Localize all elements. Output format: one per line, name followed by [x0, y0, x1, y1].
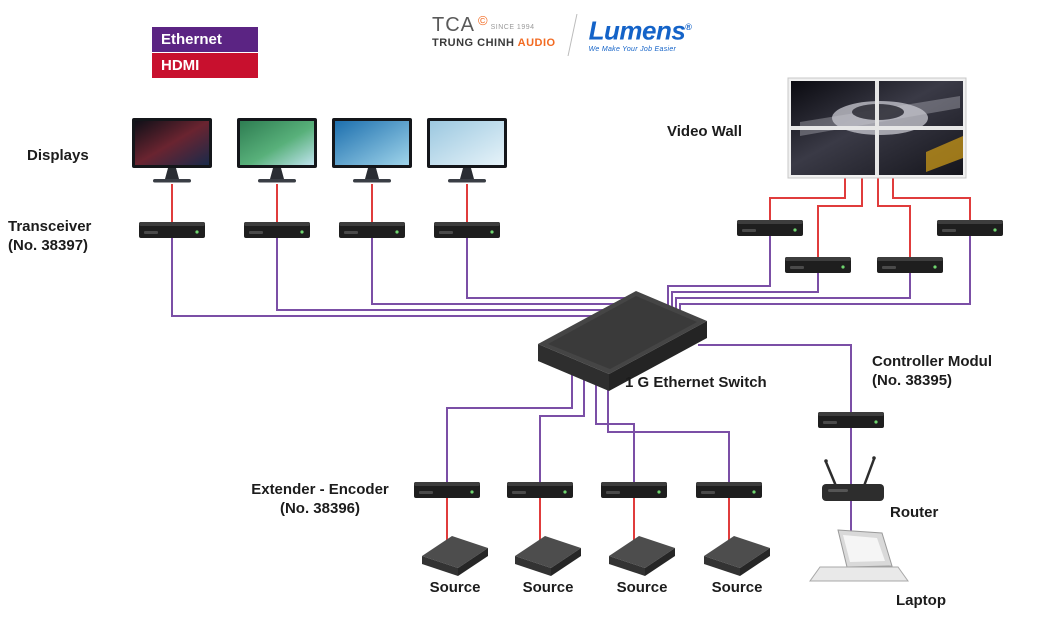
laptop-icon [809, 529, 909, 582]
devices-layer [132, 77, 1003, 582]
ethernet-wire-transceiver-3 [371, 236, 615, 305]
lumens-wordmark: Lumens [588, 15, 686, 46]
lumens-tagline: We Make Your Job Easier [588, 45, 677, 53]
logo-bar: TCA © SINCE 1994 TRUNG CHINH AUDIO Lumen… [432, 13, 692, 56]
ethernet-wire-transceiver-2 [276, 236, 610, 311]
wall-transceiver-1-icon [737, 220, 803, 236]
transceiver-label-line2: (No. 38397) [8, 237, 89, 254]
hdmi-wire-wall-1 [769, 178, 846, 222]
tca-wordmark: TCA [432, 14, 475, 36]
transceiver-4-icon [434, 222, 500, 238]
ethernet-wire-transceiver-1 [171, 236, 600, 317]
extender-label: Extender - Encoder (No. 38396) [230, 480, 410, 518]
extender-label-line2: (No. 38396) [279, 500, 361, 517]
ethernet-switch-label: 1 G Ethernet Switch [625, 374, 767, 391]
source-3-icon [609, 536, 675, 576]
ethernet-switch-icon [538, 291, 707, 391]
ethernet-wire-wall-4 [679, 234, 971, 320]
monitor-2-icon [237, 118, 317, 183]
laptop-label: Laptop [896, 592, 946, 609]
audio-text: AUDIO [517, 37, 556, 49]
extender-label-line1: Extender - Encoder [251, 481, 389, 498]
video-wall-label: Video Wall [667, 123, 743, 140]
transceiver-label: Transceiver (No. 38397) [8, 217, 91, 255]
wall-transceiver-4-icon [877, 257, 943, 273]
controller-icon [818, 412, 884, 428]
displays-label: Displays [27, 147, 89, 164]
source-1-icon [422, 536, 488, 576]
controller-label-line1: Controller Modul [872, 353, 992, 370]
trung-chinh-text: TRUNG CHINH [432, 37, 518, 49]
video-wall-icon [787, 77, 967, 179]
transceiver-3-icon [339, 222, 405, 238]
source-4-icon [704, 536, 770, 576]
ethernet-wire-transceiver-4 [466, 236, 625, 299]
ethernet-wire-encoder-3 [595, 385, 635, 484]
transceiver-2-icon [244, 222, 310, 238]
router-label: Router [890, 504, 939, 521]
ethernet-wire-controller [698, 344, 852, 414]
lumens-logo: Lumens® We Make Your Job Easier [589, 14, 692, 53]
wall-transceiver-3-icon [785, 257, 851, 273]
transceiver-label-line1: Transceiver [8, 218, 92, 235]
ethernet-wire-wall-3 [675, 271, 911, 318]
source-3-label: Source [616, 579, 668, 596]
encoder-1-icon [414, 482, 480, 498]
tca-mark-icon: © [478, 13, 488, 28]
ethernet-wire-wall-2 [671, 271, 819, 315]
router-icon [822, 456, 884, 501]
transceiver-1-icon [139, 222, 205, 238]
hdmi-wire-wall-4 [892, 178, 971, 222]
controller-label-line2: (No. 38395) [872, 372, 953, 389]
monitor-4-icon [427, 118, 507, 183]
monitor-3-icon [332, 118, 412, 183]
tca-logo: TCA © SINCE 1994 TRUNG CHINH AUDIO [432, 13, 556, 50]
ethernet-wire-encoder-1 [446, 375, 573, 484]
controller-label: Controller Modul (No. 38395) [872, 352, 992, 390]
source-4-label: Source [711, 579, 763, 596]
ethernet-wire-encoder-4 [607, 390, 730, 484]
source-1-label: Source [429, 579, 481, 596]
monitor-1-icon [132, 118, 212, 183]
wall-transceiver-2-icon [937, 220, 1003, 236]
encoder-2-icon [507, 482, 573, 498]
ethernet-wire-encoder-2 [539, 380, 585, 484]
encoder-3-icon [601, 482, 667, 498]
encoder-4-icon [696, 482, 762, 498]
legend-hdmi: HDMI [152, 53, 258, 78]
wires-layer [171, 178, 971, 542]
ethernet-wire-wall-1 [667, 234, 771, 315]
logo-divider [567, 14, 578, 56]
source-2-label: Source [522, 579, 574, 596]
tca-since-text: SINCE 1994 [490, 24, 535, 31]
source-2-icon [515, 536, 581, 576]
hdmi-wire-wall-3 [877, 178, 911, 259]
hdmi-wire-wall-2 [817, 178, 863, 259]
lumens-reg-icon: ® [685, 22, 692, 32]
legend-ethernet: Ethernet [152, 27, 258, 52]
